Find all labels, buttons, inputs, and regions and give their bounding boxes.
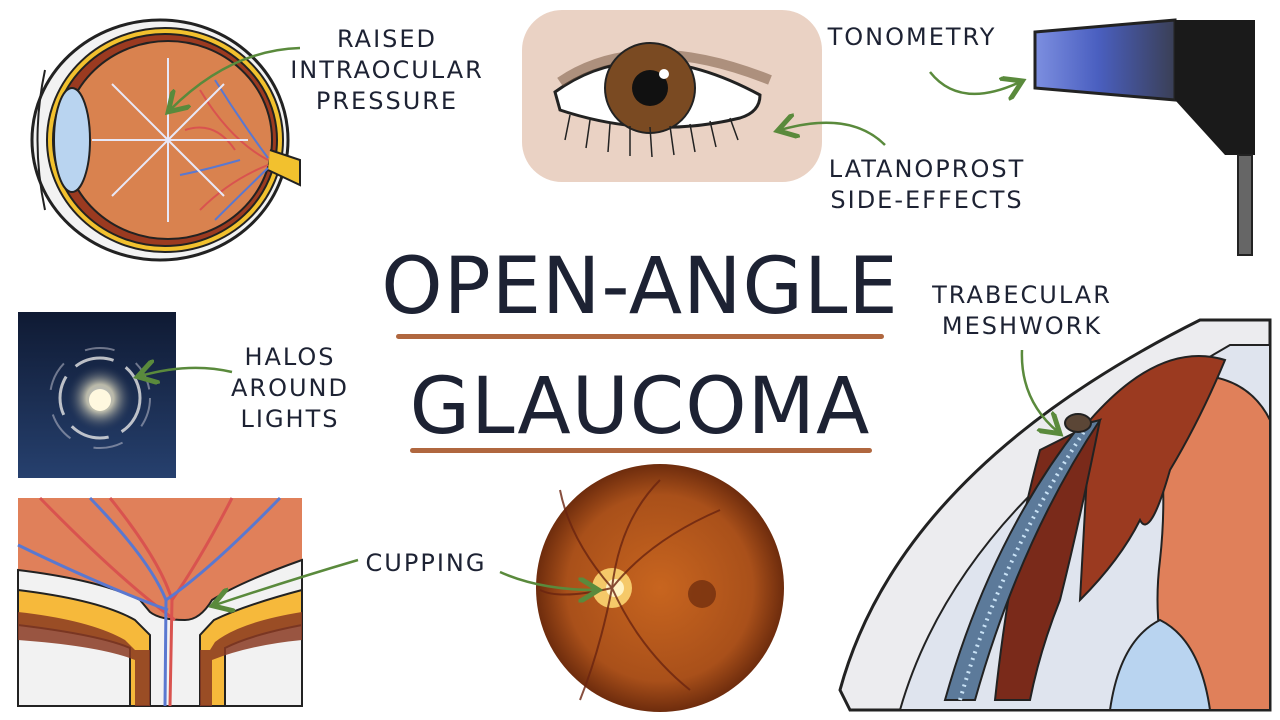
- label-line: HALOS: [244, 343, 336, 371]
- label-line: PRESSURE: [315, 87, 459, 115]
- title-open-angle: OPEN-ANGLE: [381, 242, 899, 332]
- label-line: RAISED: [336, 25, 438, 53]
- label-cupping: CUPPING: [365, 549, 487, 577]
- label-line: INTRAOCULAR: [290, 56, 484, 84]
- halo-illustration: [18, 312, 176, 478]
- arrow-cupping-disc: [215, 558, 359, 605]
- label-line: SIDE-EFFECTS: [830, 186, 1024, 214]
- arrow-halos: [140, 368, 233, 376]
- label-tonometry: TONOMETRY: [827, 23, 997, 51]
- arrow-trabecular: [1020, 349, 1058, 432]
- arrow-raised-iop: [170, 46, 301, 110]
- label-latanoprost-side-effects: LATANOPROST SIDE-EFFECTS: [812, 154, 1042, 216]
- arrow-cupping-fundus: [499, 570, 596, 590]
- optic-disc-cross-section-illustration: [17, 496, 303, 707]
- label-line: LATANOPROST: [828, 155, 1026, 183]
- tonometer-illustration: [1033, 18, 1255, 256]
- label-halos-around-lights: HALOS AROUND LIGHTS: [230, 342, 350, 435]
- label-line: LIGHTS: [240, 405, 340, 433]
- label-trabecular-meshwork: TRABECULAR MESHWORK: [912, 280, 1132, 342]
- label-line: AROUND: [231, 374, 349, 402]
- label-raised-intraocular-pressure: RAISED INTRAOCULAR PRESSURE: [282, 24, 492, 117]
- label-line: MESHWORK: [941, 312, 1103, 340]
- anterior-chamber-angle-illustration: [838, 318, 1272, 712]
- arrow-tonometry: [929, 71, 1020, 94]
- title-glaucoma: GLAUCOMA: [409, 362, 871, 452]
- arrow-latanoprost: [780, 123, 886, 146]
- title-underline-1: [396, 334, 884, 339]
- title-underline-2: [410, 448, 872, 453]
- eye-external-illustration: [522, 10, 822, 182]
- label-line: TRABECULAR: [932, 281, 1112, 309]
- eye-cross-section-illustration: [30, 18, 301, 262]
